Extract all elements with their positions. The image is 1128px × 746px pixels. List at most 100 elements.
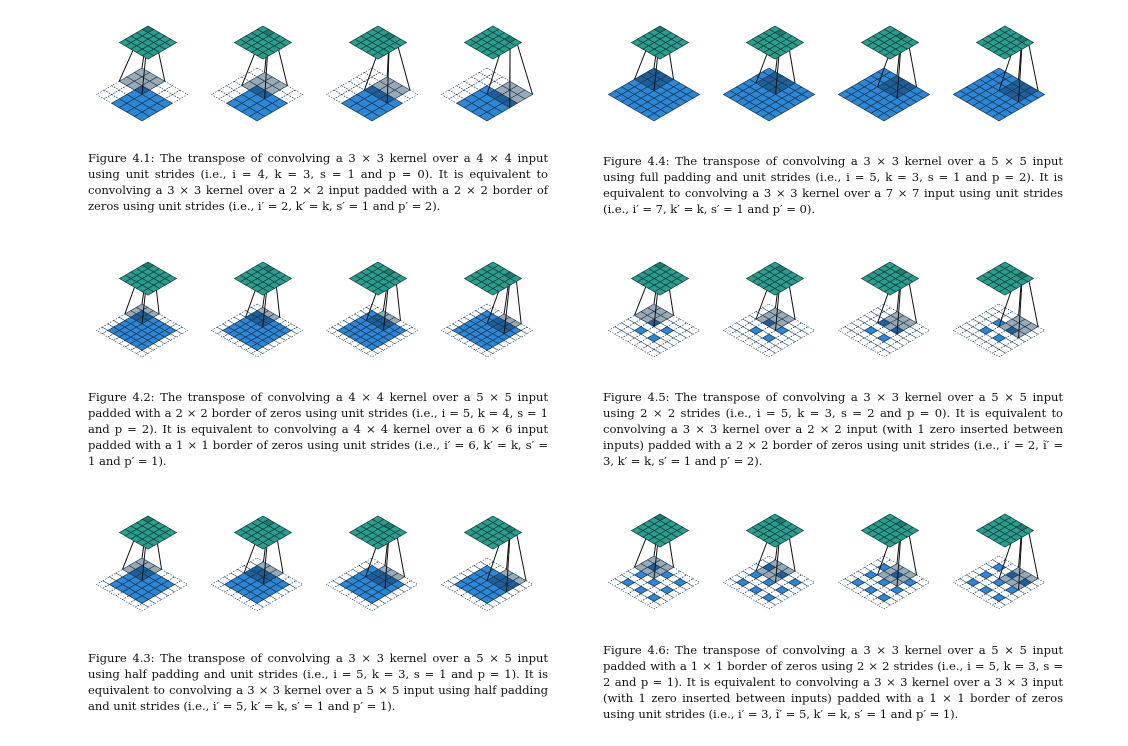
padding-cell [627, 337, 642, 346]
padding-cell [748, 593, 764, 602]
padding-cell [333, 85, 350, 95]
padding-cell [211, 580, 226, 589]
padding-cell [463, 76, 481, 86]
padding-cell [96, 89, 113, 100]
padding-cell [991, 555, 1007, 564]
padding-cell [448, 85, 465, 95]
convolution-panel [96, 515, 189, 612]
padding-cell [160, 587, 176, 597]
padding-cell [978, 341, 994, 350]
input-cell [889, 585, 905, 595]
convolution-panel [441, 25, 534, 122]
padding-cell [896, 589, 911, 598]
padding-cell [672, 333, 688, 343]
padding-cell [441, 580, 456, 589]
padding-cell [653, 345, 668, 354]
padding-cell [384, 591, 399, 600]
input-cell [991, 112, 1007, 122]
output-cell [371, 288, 385, 296]
convolution-panel [211, 515, 304, 612]
convolution-panel [211, 261, 304, 358]
padding-cell [998, 597, 1013, 606]
padding-cell [646, 341, 662, 350]
input-cell [672, 578, 688, 587]
padding-cell [659, 593, 675, 602]
output-cell [256, 542, 270, 550]
output-cell [256, 288, 270, 296]
convolution-panel [441, 261, 534, 358]
padding-cell [959, 322, 974, 331]
padding-cell [326, 326, 339, 335]
padding-cell [735, 585, 751, 595]
padding-cell [991, 349, 1007, 358]
padding-cell [787, 326, 803, 335]
projection-line [503, 278, 511, 334]
padding-cell [441, 89, 458, 100]
padding-cell [164, 85, 181, 95]
figure-4-6-caption: Figure 4.6: The transpose of convolving … [603, 642, 1063, 722]
padding-cell [364, 603, 380, 612]
caption-text: The transpose of convolving a 4 × 4 kern… [88, 390, 548, 468]
padding-cell [397, 584, 412, 593]
padding-cell [1011, 589, 1026, 598]
input-cell [646, 593, 662, 602]
padding-cell [850, 585, 866, 595]
padding-cell [218, 85, 235, 95]
padding-cell [991, 601, 1007, 610]
padding-cell [978, 563, 994, 572]
padding-cell [915, 578, 931, 587]
padding-cell [889, 333, 905, 343]
caption-text: The transpose of convolving a 3 × 3 kern… [88, 151, 548, 213]
projection-line [515, 275, 522, 324]
convolution-panel [723, 513, 816, 610]
padding-cell [659, 578, 675, 587]
input-cell [748, 585, 764, 595]
padding-cell [883, 597, 898, 606]
output-cell [653, 52, 667, 60]
padding-cell [850, 326, 866, 335]
padding-cell [800, 326, 816, 335]
output-cell [486, 52, 500, 60]
padding-cell [953, 326, 968, 335]
convolution-panel [953, 513, 1046, 610]
input-cell [748, 326, 764, 335]
figure-4-6-panels [608, 508, 1060, 630]
convolution-panel [608, 513, 701, 610]
padding-cell [480, 349, 494, 358]
padding-cell [1004, 593, 1020, 602]
convolution-panel [96, 261, 189, 358]
padding-cell [348, 76, 366, 86]
projection-line [506, 532, 511, 593]
input-cell [659, 326, 675, 335]
padding-cell [985, 345, 1000, 354]
convolution-panel [838, 261, 931, 358]
padding-cell [441, 326, 454, 335]
caption-label: Figure 4.2: [88, 390, 155, 404]
padding-cell [646, 585, 662, 595]
padding-cell [672, 318, 688, 328]
caption-text: The transpose of convolving a 3 × 3 kern… [603, 154, 1063, 216]
padding-cell [620, 585, 636, 595]
padding-cell [991, 341, 1007, 350]
convolution-panel [326, 25, 419, 122]
padding-cell [96, 326, 109, 335]
padding-cell [96, 580, 111, 589]
padding-cell [863, 563, 879, 572]
padding-cell [275, 587, 291, 597]
padding-cell [794, 582, 809, 591]
input-cell [133, 111, 151, 122]
padding-cell [620, 570, 636, 580]
padding-cell [646, 601, 662, 610]
input-cell [863, 585, 879, 595]
padding-cell [844, 330, 859, 339]
output-cell [768, 288, 782, 296]
padding-cell [748, 341, 764, 350]
padding-cell [991, 303, 1007, 312]
figure-4-1-caption: Figure 4.1: The transpose of convolving … [88, 150, 548, 214]
padding-cell [1017, 585, 1033, 595]
padding-cell [857, 337, 872, 346]
padding-cell [909, 330, 924, 339]
padding-cell [672, 570, 688, 580]
padding-cell [838, 326, 853, 335]
padding-cell [1024, 330, 1039, 339]
